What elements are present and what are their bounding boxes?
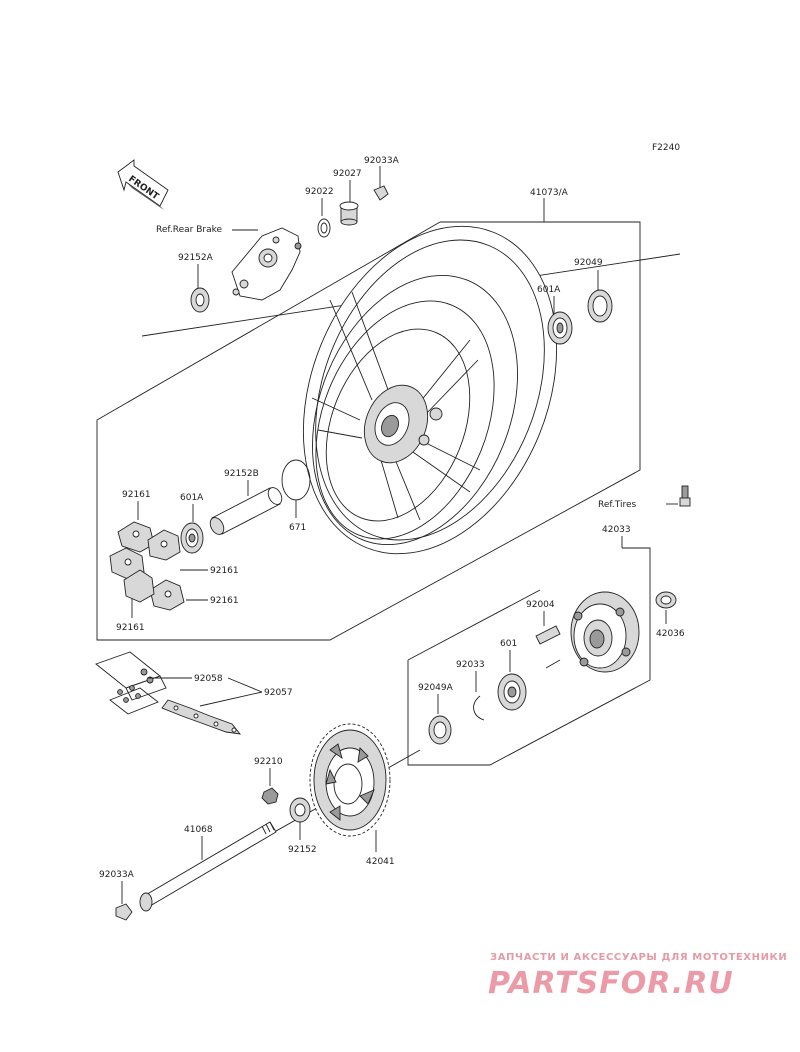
label-42036: 42036: [656, 629, 685, 639]
collar-92027: [339, 201, 359, 226]
label-92049: 92049: [574, 258, 603, 268]
rear-wheel: [302, 225, 558, 555]
brake-bracket: [231, 227, 302, 301]
damper-rubbers: [109, 521, 185, 611]
label-41073A: 41073/A: [530, 188, 569, 198]
diagram-code: F2240: [652, 143, 680, 153]
label-92027: 92027: [333, 169, 362, 179]
label-92210: 92210: [254, 757, 283, 767]
clip-icon: [373, 185, 389, 201]
rear-sprocket-42041: [309, 723, 391, 837]
ref-rear-brake-label: Ref.Rear Brake: [156, 225, 223, 235]
front-arrow-icon: FRONT: [117, 159, 169, 210]
label-92033A-top: 92033A: [364, 156, 400, 166]
label-92161-a: 92161: [122, 490, 151, 500]
label-92161-d: 92161: [116, 623, 145, 633]
valve-icon: [679, 485, 691, 507]
watermark-brand: PARTSFOR.RU: [488, 966, 734, 1001]
stud-92004: [535, 625, 561, 645]
label-92022: 92022: [305, 187, 334, 197]
nut-92210: [261, 787, 279, 805]
upper-frame: [96, 221, 641, 641]
label-42033: 42033: [602, 525, 631, 535]
seal-92049A: [428, 715, 452, 745]
label-92033A-bottom: 92033A: [99, 870, 135, 880]
label-671: 671: [289, 523, 306, 533]
collar-42036: [655, 591, 677, 609]
label-92033: 92033: [456, 660, 485, 670]
label-92152A: 92152A: [178, 253, 214, 263]
ref-tires-label: Ref.Tires: [598, 500, 637, 510]
collar-92152A: [190, 287, 210, 313]
label-601A-right: 601A: [537, 285, 561, 295]
label-92057: 92057: [264, 688, 293, 698]
label-41068: 41068: [184, 825, 213, 835]
sprocket-hub-42033: [570, 591, 640, 673]
circlip-92033: [473, 695, 485, 721]
label-92058: 92058: [194, 674, 223, 684]
label-42041: 42041: [366, 857, 395, 867]
tube-92152B: [209, 487, 283, 535]
axle-41068: [139, 821, 277, 912]
label-601A-left: 601A: [180, 493, 204, 503]
clip-icon: [115, 903, 133, 921]
label-92152: 92152: [288, 845, 317, 855]
seal-92049: [587, 289, 613, 323]
collar-92152: [289, 797, 311, 823]
label-92152B: 92152B: [224, 469, 259, 479]
bearing-601: [497, 673, 527, 711]
lower-frame: [407, 547, 651, 766]
washer-92022: [317, 218, 331, 238]
bearing-601A-right: [547, 311, 573, 345]
bearing-601A-left: [180, 522, 204, 554]
o-ring-671: [281, 459, 311, 501]
label-92004: 92004: [526, 600, 555, 610]
label-92161-c: 92161: [210, 596, 239, 606]
label-92049A: 92049A: [418, 683, 454, 693]
label-92161-b: 92161: [210, 566, 239, 576]
label-601: 601: [500, 639, 517, 649]
watermark-tagline: ЗАПЧАСТИ И АКСЕССУАРЫ ДЛЯ МОТОТЕХНИКИ: [490, 952, 787, 963]
drive-chain: [95, 651, 242, 735]
